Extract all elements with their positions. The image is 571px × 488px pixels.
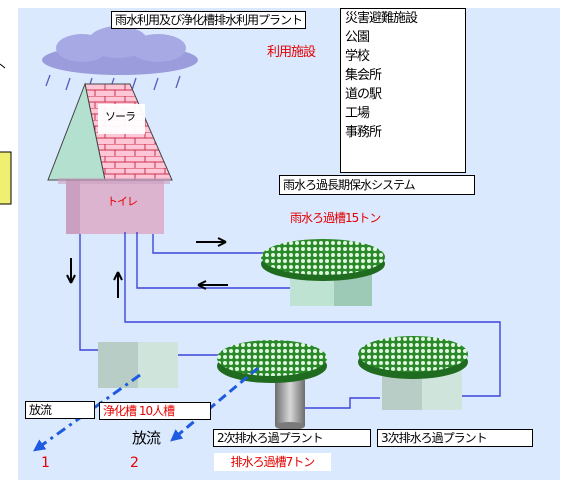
- discharge-number-2: 2: [130, 455, 139, 471]
- facility-item: 集会所: [345, 68, 382, 83]
- system-label: 雨水ろ過長期保水システム: [279, 175, 475, 195]
- wastewater-tank-label: 排水ろ過槽7トン: [214, 453, 331, 471]
- secondary-filtration-plant: [217, 340, 327, 430]
- house: [47, 82, 173, 234]
- edge-panel: [0, 151, 12, 205]
- cloud-icon: [42, 26, 198, 91]
- solar-label: ソーラ: [105, 110, 136, 123]
- rain-filtration-tank: [261, 239, 385, 306]
- facility-item: 事務所: [345, 125, 382, 140]
- facility-item: 学校: [345, 49, 370, 64]
- edge-mark: [0, 63, 6, 69]
- toilet-label: トイレ: [107, 195, 138, 208]
- facility-item: 公園: [345, 30, 370, 45]
- facility-item: 災害避難施設: [345, 11, 418, 26]
- facility-item: 工場: [345, 106, 370, 121]
- septic-tank-label: 浄化槽 10人槽: [99, 402, 211, 420]
- discharge-label-2: 放流: [132, 429, 161, 447]
- flow-arrows: [66, 237, 228, 298]
- usage-facilities-label: 利用施設: [267, 45, 316, 60]
- facility-list: 災害避難施設 公園 学校 集会所 道の駅 工場 事務所: [340, 8, 466, 173]
- septic-tank: [98, 342, 178, 388]
- secondary-plant-label: 2次排水ろ過プラント: [213, 429, 371, 447]
- discharge-label-1: 放流: [25, 401, 95, 419]
- plant-title: 雨水利用及び浄化槽排水利用プラント: [111, 11, 307, 29]
- discharge-number-1: 1: [41, 455, 50, 471]
- facility-item: 道の駅: [345, 87, 382, 102]
- tertiary-filtration-plant: [358, 336, 468, 410]
- tertiary-plant-label: 3次排水ろ過プラント: [377, 429, 533, 447]
- discharge-arrows: [33, 366, 259, 452]
- pipes: [79, 232, 501, 409]
- rain-tank-label: 雨水ろ過槽15トン: [290, 211, 381, 225]
